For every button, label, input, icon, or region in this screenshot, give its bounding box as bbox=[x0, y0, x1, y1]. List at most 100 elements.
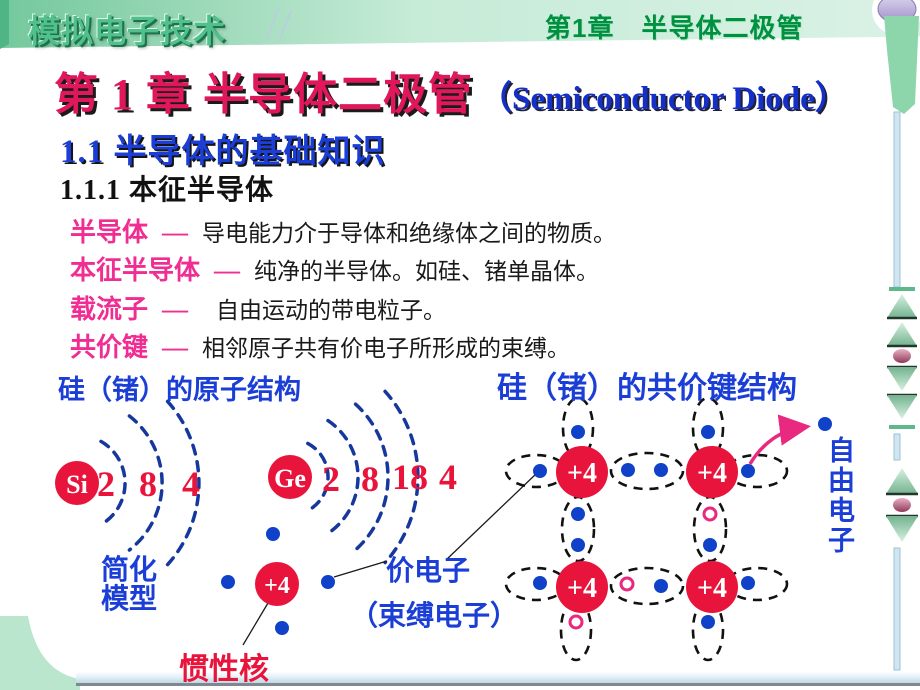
lattice-nucleus bbox=[686, 561, 738, 613]
bound-electron-dot bbox=[741, 576, 755, 590]
definition-term: 本征半导体 bbox=[70, 256, 201, 285]
app-logo: 模拟电子技术 bbox=[28, 13, 227, 49]
bound-electron-dot bbox=[533, 464, 547, 478]
ge-shell-count: 18 bbox=[392, 457, 428, 497]
hole-marker bbox=[568, 614, 584, 630]
bond-ellipse bbox=[609, 451, 685, 491]
banner-left-edge bbox=[0, 0, 9, 49]
bound-electron-dot bbox=[571, 538, 585, 552]
ge-shell-count: 4 bbox=[439, 457, 457, 497]
definition-dash: — bbox=[162, 333, 189, 362]
bound-electron-dot bbox=[571, 425, 585, 439]
nav-dot-button[interactable] bbox=[893, 349, 911, 363]
bond-ellipse bbox=[559, 598, 593, 662]
simplified-model-line1: 简化 bbox=[101, 555, 158, 586]
hole-marker bbox=[702, 506, 718, 522]
nav-down-arrow[interactable] bbox=[886, 516, 918, 542]
valence-electron-callout-line bbox=[333, 560, 388, 578]
core-charge: +4 bbox=[264, 573, 290, 599]
definition-term: 半导体 bbox=[70, 218, 149, 247]
definition-intrinsic: 本征半导体 — 纯净的半导体。如硅、锗单晶体。 bbox=[70, 250, 599, 287]
free-electron-dot bbox=[818, 417, 832, 431]
sidebar-decoration bbox=[872, 0, 920, 671]
free-electron-arrow bbox=[748, 414, 811, 465]
lattice-nucleus bbox=[556, 561, 608, 613]
covalent-lattice-diagram: +4 +4 +4 +4 bbox=[504, 396, 832, 662]
hole-marker bbox=[619, 576, 635, 592]
title-english: （Semiconductor Diode） bbox=[479, 81, 848, 117]
core-charge: +4 bbox=[697, 458, 727, 489]
definition-dash: — bbox=[214, 256, 241, 285]
ge-shell-arc bbox=[326, 418, 360, 536]
si-shell-count: 8 bbox=[139, 464, 157, 504]
si-shell-count: 4 bbox=[182, 464, 200, 504]
definition-term: 共价键 bbox=[70, 333, 149, 362]
valence-electron-dot bbox=[275, 621, 289, 635]
bond-ellipse bbox=[504, 453, 568, 489]
bound-electron-dot bbox=[701, 425, 715, 439]
nav-down-arrow[interactable] bbox=[887, 367, 917, 391]
sidebar-line bbox=[893, 433, 901, 461]
definition-carrier: 载流子 — 自由运动的带电粒子。 bbox=[70, 289, 446, 326]
ge-shell-count: 8 bbox=[361, 459, 379, 499]
definition-text: 纯净的半导体。如硅、锗单晶体。 bbox=[254, 259, 600, 284]
ge-shell-arc bbox=[306, 441, 330, 513]
ge-shell-arc bbox=[383, 389, 420, 565]
sidebar-dash bbox=[889, 425, 915, 429]
definition-dash: — bbox=[162, 218, 189, 247]
lattice-nucleus bbox=[556, 446, 608, 498]
escaping-electron-dot bbox=[741, 464, 755, 478]
simplified-model-label: 简化 模型 bbox=[101, 556, 157, 615]
si-shell-count: 2 bbox=[97, 464, 115, 504]
bound-electron-dot bbox=[703, 538, 717, 552]
sidebar-line bbox=[893, 111, 901, 288]
bound-electron-dot bbox=[571, 507, 585, 521]
valence-electron-dot bbox=[321, 575, 335, 589]
bond-ellipse bbox=[691, 396, 725, 460]
si-atom-diagram: Si 2 8 4 bbox=[55, 399, 201, 567]
inertial-core-callout-line bbox=[242, 602, 269, 646]
si-nucleus bbox=[55, 461, 99, 505]
bond-ellipse bbox=[609, 566, 685, 606]
nav-dot-button[interactable] bbox=[893, 498, 911, 512]
si-shell-arc bbox=[165, 399, 201, 567]
bond-ellipse bbox=[560, 495, 596, 563]
definition-dash: — bbox=[162, 295, 189, 324]
bound-electron-dot bbox=[701, 615, 715, 629]
bond-ellipse bbox=[691, 598, 725, 662]
inertial-core bbox=[255, 562, 299, 606]
bond-ellipse bbox=[725, 453, 789, 489]
inertial-core-label: 惯性核 bbox=[179, 653, 269, 686]
covalent-structure-heading: 硅（锗）的共价键结构 bbox=[497, 372, 797, 405]
sidebar-dash bbox=[889, 287, 915, 291]
slide-title: 第 1 章 半导体二极管 （Semiconductor Diode） bbox=[54, 58, 848, 122]
nav-up-arrow[interactable] bbox=[887, 322, 917, 346]
core-charge: +4 bbox=[697, 573, 727, 604]
core-charge: +4 bbox=[567, 458, 597, 489]
bound-electron-dot bbox=[654, 463, 668, 477]
free-electron-label: 自由电子 bbox=[824, 436, 854, 556]
ge-shell-count: 2 bbox=[322, 459, 340, 499]
bound-electron-dot bbox=[533, 576, 547, 590]
bond-ellipse bbox=[692, 495, 728, 563]
subsection-title: 1.1.1 本征半导体 bbox=[60, 175, 275, 206]
ge-atom-diagram: Ge 2 8 18 4 bbox=[268, 389, 457, 565]
definition-text: 自由运动的带电粒子。 bbox=[216, 298, 447, 323]
header-chapter-title: 第1章 半导体二极管 bbox=[545, 13, 804, 43]
nav-up-arrow[interactable] bbox=[887, 294, 917, 318]
valence-electron-dot bbox=[221, 575, 235, 589]
bottom-corner-decoration bbox=[0, 616, 80, 690]
bound-electron-dot bbox=[654, 579, 668, 593]
nav-up-arrow[interactable] bbox=[886, 468, 918, 494]
definition-semiconductor: 半导体 — 导电能力介于导体和绝缘体之间的物质。 bbox=[70, 212, 616, 249]
definition-text: 导电能力介于导体和绝缘体之间的物质。 bbox=[202, 221, 617, 246]
sidebar-line bbox=[893, 547, 901, 671]
nav-down-arrow[interactable] bbox=[887, 395, 917, 419]
si-shell-arc bbox=[99, 439, 127, 527]
valence-electron-callout-line2 bbox=[445, 472, 538, 561]
valence-electron-label: 价电子 bbox=[386, 556, 471, 587]
lattice-nucleus bbox=[686, 446, 738, 498]
title-chinese: 第 1 章 半导体二极管 bbox=[54, 70, 473, 119]
atom-structure-heading: 硅（锗）的原子结构 bbox=[58, 375, 301, 405]
